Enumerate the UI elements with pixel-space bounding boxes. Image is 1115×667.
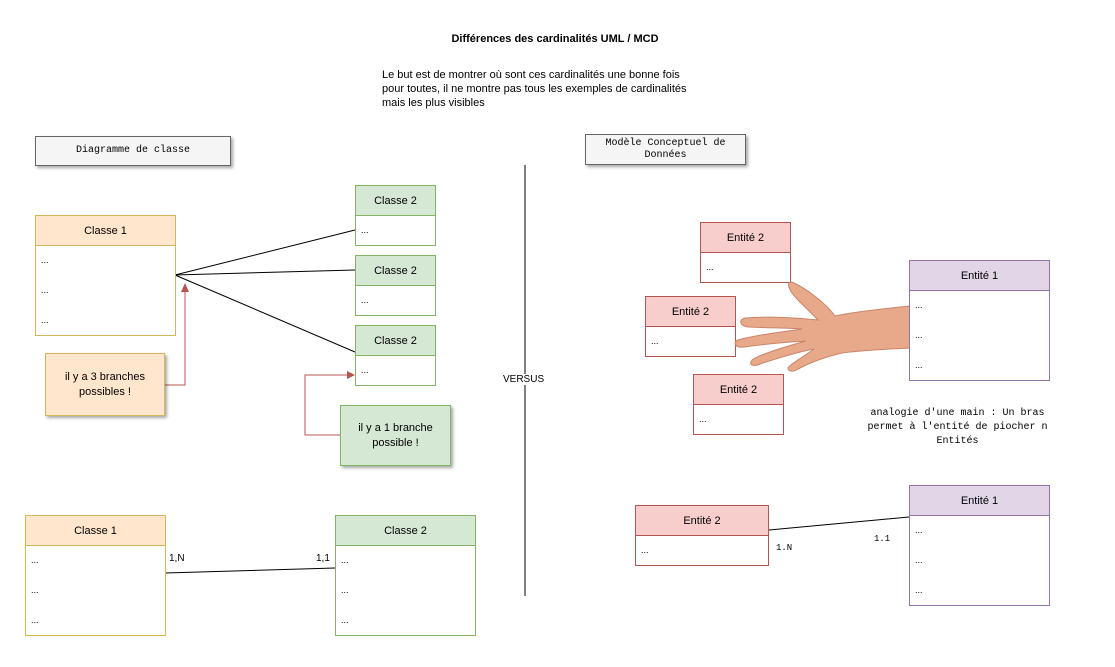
cardinality-label: 1.1	[874, 534, 891, 544]
uml-class-2[interactable]: Classe 2 ...	[355, 185, 436, 246]
cardinality-label: 1,1	[316, 553, 330, 564]
class-attribute: ...	[341, 585, 349, 595]
entity-attribute: ...	[641, 545, 649, 555]
class-attribute: ...	[31, 615, 39, 625]
class-attribute: ...	[41, 315, 49, 325]
class-header: Classe 2	[336, 516, 475, 546]
entity-header: Entité 2	[636, 506, 768, 536]
entity-attribute: ...	[915, 330, 923, 340]
association-line[interactable]	[174, 269, 356, 276]
page-title: Différences des cardinalités UML / MCD	[451, 33, 659, 45]
intro-text: Le but est de montrer où sont ces cardin…	[382, 69, 687, 109]
callout-arrow	[304, 374, 350, 436]
class-attribute: ...	[361, 365, 369, 375]
mcd-entity-2[interactable]: Entité 2 ...	[635, 505, 769, 566]
cardinality-label: 1,N	[169, 553, 185, 564]
uml-class-2[interactable]: Classe 2 ...	[355, 325, 436, 386]
callout-arrow	[165, 288, 186, 386]
association-line[interactable]	[164, 567, 336, 574]
mcd-entity-2[interactable]: Entité 2 ...	[700, 222, 791, 283]
entity-header: Entité 2	[694, 375, 783, 405]
analogy-note: analogie d'une main : Un bras permet à l…	[867, 408, 1048, 447]
entity-header: Entité 2	[701, 223, 790, 253]
entity-header: Entité 1	[910, 486, 1049, 516]
association-line[interactable]	[174, 274, 356, 353]
entity-attribute: ...	[651, 336, 659, 346]
class-attribute: ...	[361, 225, 369, 235]
entity-attribute: ...	[706, 262, 714, 272]
hand-icon	[734, 281, 915, 372]
association-line[interactable]	[174, 229, 356, 276]
entity-attribute: ...	[915, 585, 923, 595]
uml-class-2[interactable]: Classe 2 ...	[355, 255, 436, 316]
note-one-branch: il y a 1 branche possible !	[340, 405, 451, 466]
entity-attribute: ...	[699, 414, 707, 424]
class-attribute: ...	[361, 295, 369, 305]
class-attribute: ...	[41, 285, 49, 295]
entity-attribute: ...	[915, 555, 923, 565]
class-header: Classe 2	[356, 256, 435, 286]
class-attribute: ...	[341, 555, 349, 565]
class-header: Classe 1	[36, 216, 175, 246]
entity-attribute: ...	[915, 525, 923, 535]
uml-class-1[interactable]: Classe 1 ... ... ...	[25, 515, 166, 636]
section-label-mcd: Modèle Conceptuel de Données	[585, 134, 746, 165]
cardinality-label: 1.N	[776, 543, 793, 553]
entity-header: Entité 1	[910, 261, 1049, 291]
mcd-entity-2[interactable]: Entité 2 ...	[645, 296, 736, 357]
mcd-entity-2[interactable]: Entité 2 ...	[693, 374, 784, 435]
class-attribute: ...	[31, 585, 39, 595]
class-attribute: ...	[41, 255, 49, 265]
uml-class-1[interactable]: Classe 1 ... ... ...	[35, 215, 176, 336]
class-attribute: ...	[341, 615, 349, 625]
uml-class-2[interactable]: Classe 2 ... ... ...	[335, 515, 476, 636]
section-label-class-diagram: Diagramme de classe	[35, 136, 231, 166]
entity-attribute: ...	[915, 360, 923, 370]
mcd-entity-1[interactable]: Entité 1 ... ... ...	[909, 485, 1050, 606]
arrow-head-icon	[181, 283, 189, 292]
class-header: Classe 1	[26, 516, 165, 546]
versus-label: VERSUS	[503, 374, 545, 385]
class-header: Classe 2	[356, 186, 435, 216]
class-header: Classe 2	[356, 326, 435, 356]
association-line[interactable]	[768, 516, 910, 531]
entity-attribute: ...	[915, 300, 923, 310]
class-attribute: ...	[31, 555, 39, 565]
note-three-branches: il y a 3 branches possibles !	[45, 353, 165, 416]
mcd-entity-1[interactable]: Entité 1 ... ... ...	[909, 260, 1050, 381]
entity-header: Entité 2	[646, 297, 735, 327]
arrow-head-icon	[347, 371, 355, 379]
